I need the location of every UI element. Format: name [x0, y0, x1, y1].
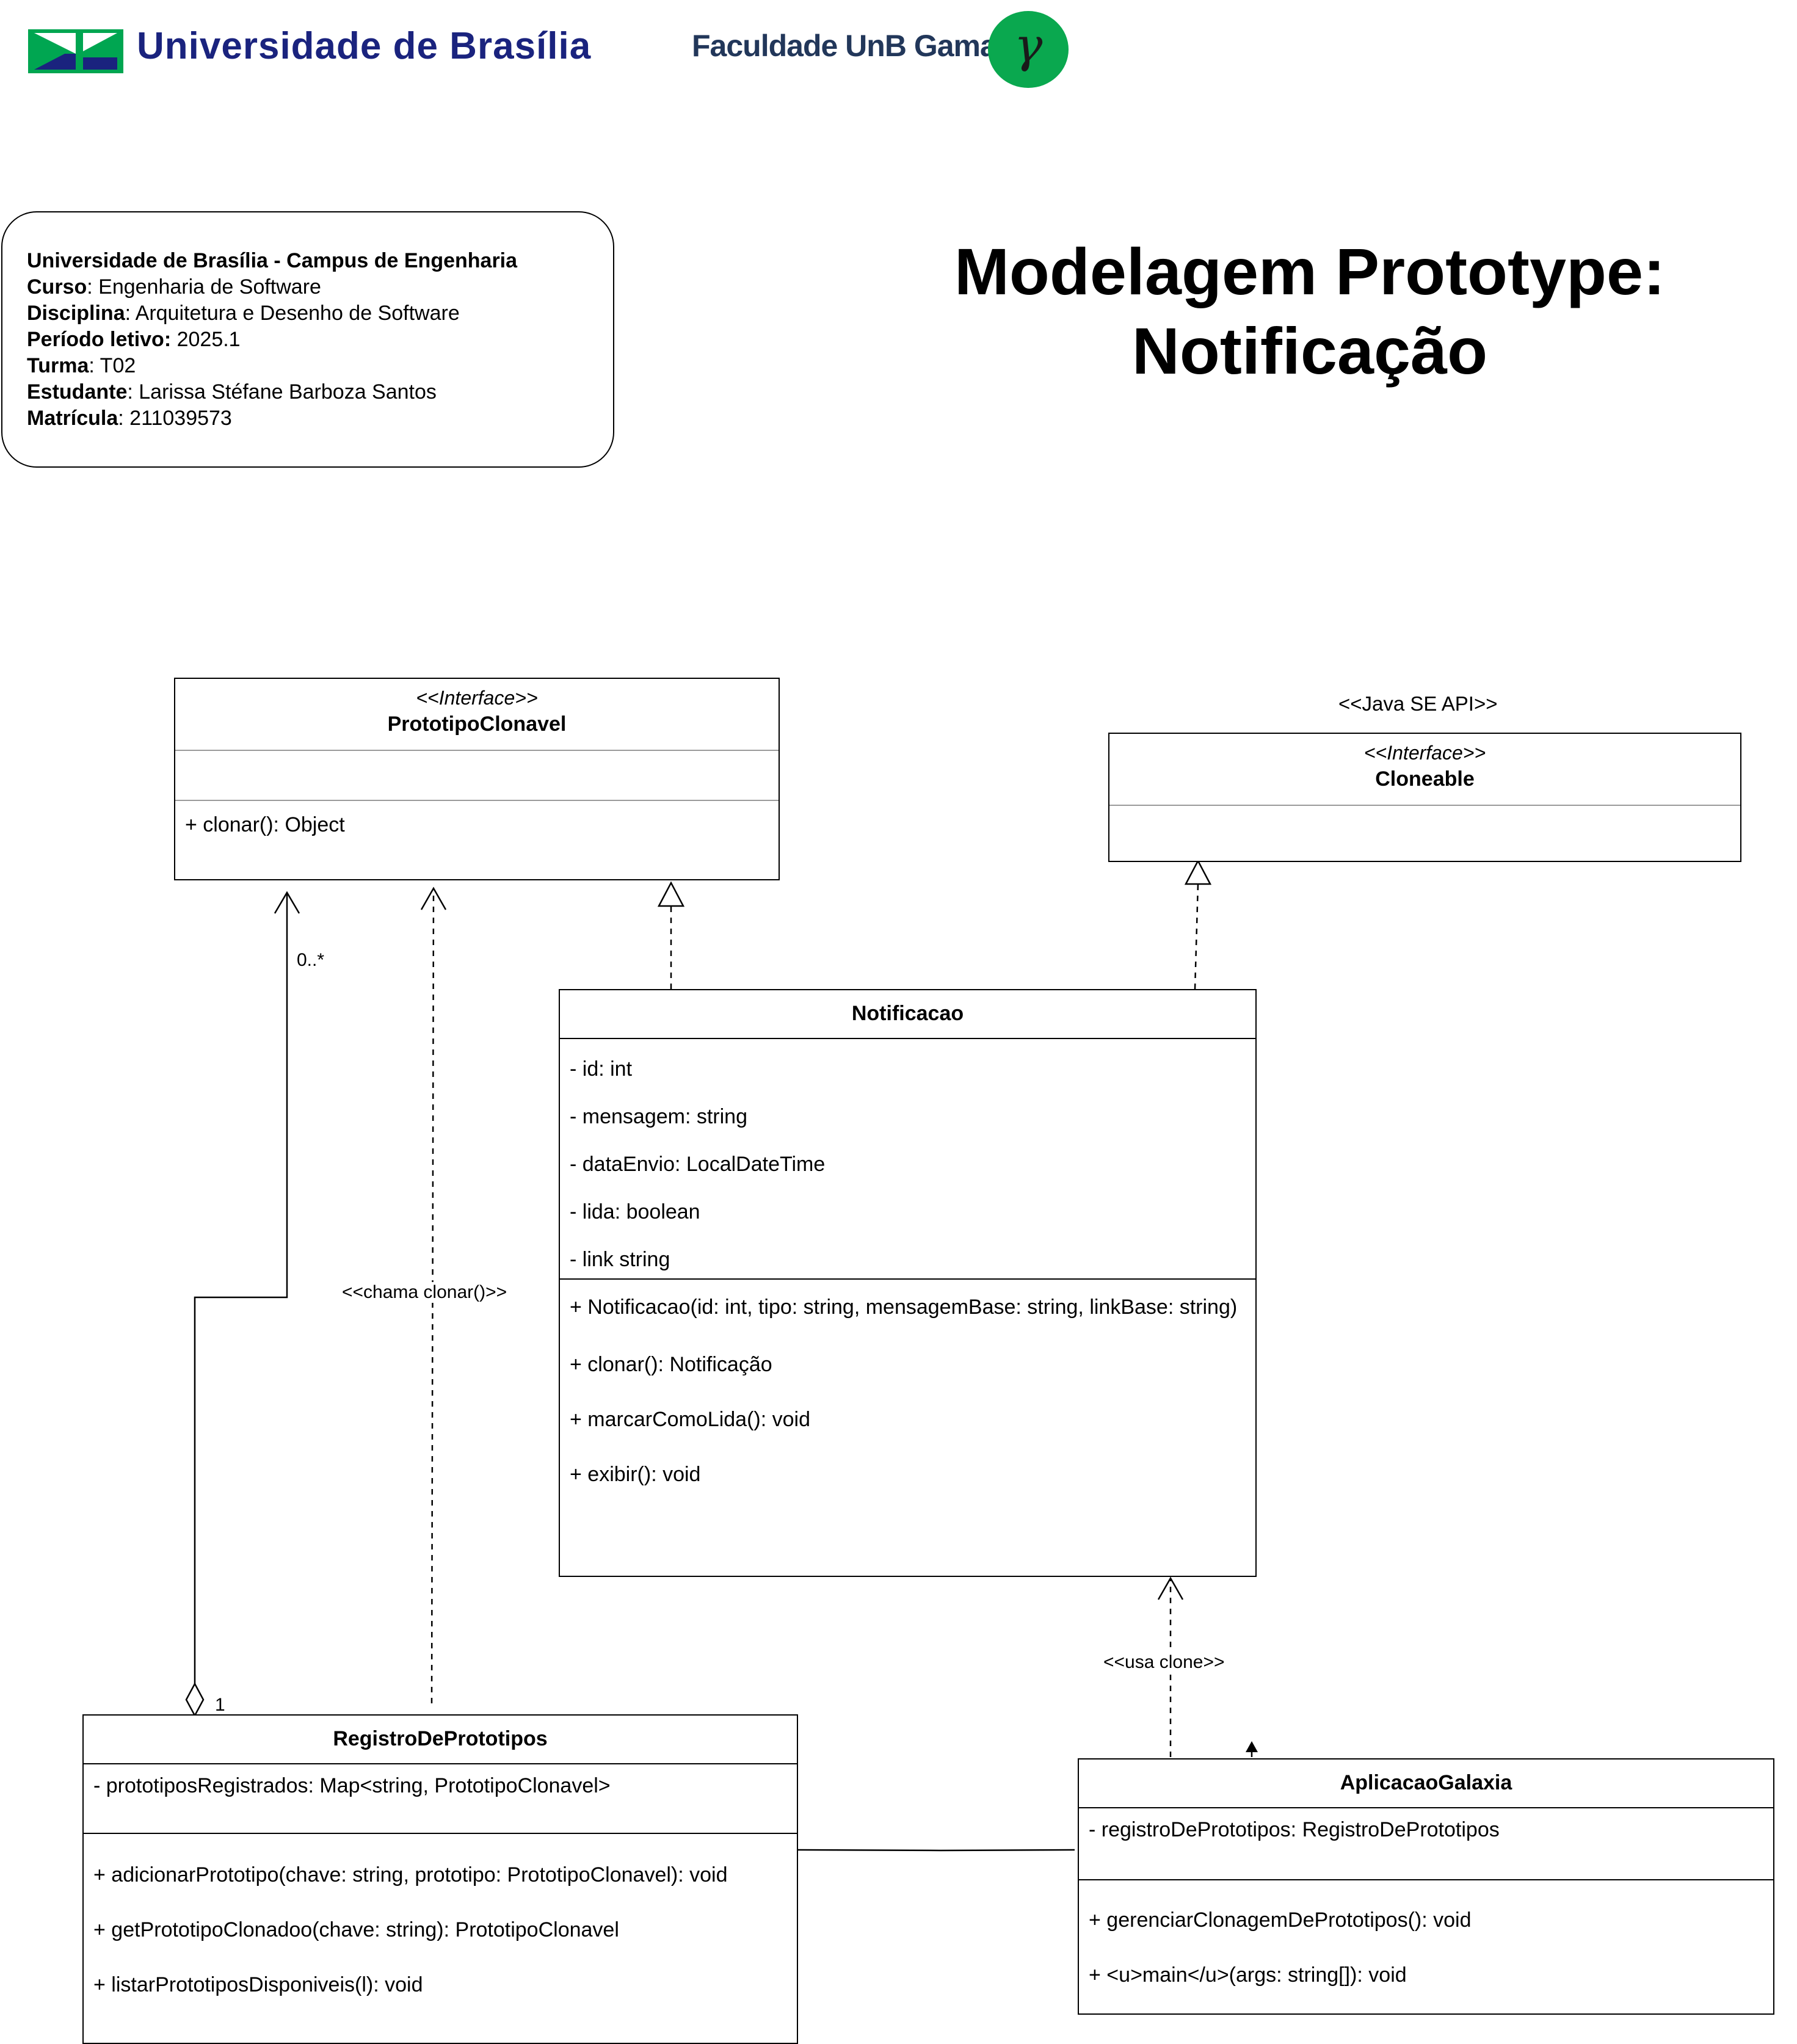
matricula-label: Matrícula — [27, 407, 118, 430]
matricula-value: 211039573 — [129, 407, 232, 430]
institution: Universidade de Brasília - Campus de Eng… — [27, 249, 518, 272]
attribute-row: - link string — [570, 1248, 670, 1271]
method-row: + gerenciarClonagemDePrototipos(): void — [1089, 1908, 1472, 1932]
course-info-box: Universidade de Brasília - Campus de Eng… — [1, 211, 614, 468]
aggregation-arrowhead — [274, 891, 300, 914]
method-row: + adicionarPrototipo(chave: string, prot… — [93, 1863, 728, 1886]
usa-clone-arrowhead — [1157, 1576, 1184, 1600]
method-row: + marcarComoLida(): void — [570, 1408, 810, 1431]
multiplicity-target: 0..* — [297, 950, 325, 970]
class-name: PrototipoClonavel — [387, 712, 567, 736]
class-name: RegistroDePrototipos — [333, 1727, 548, 1750]
class-notificacao[interactable]: Notificacao - id: int - mensagem: string… — [559, 989, 1257, 1577]
chama-clonar-arrowhead — [420, 886, 447, 910]
method-row: + getPrototipoClonadoo(chave: string): P… — [93, 1918, 619, 1941]
estudante-value: Larissa Stéfane Barboza Santos — [139, 380, 437, 404]
method-row: + listarPrototiposDisponiveis(l): void — [93, 1973, 423, 1996]
page-title: Modelagem Prototype: Notificação — [885, 232, 1734, 391]
method-row: + Notificacao(id: int, tipo: string, men… — [570, 1296, 1238, 1319]
estudante-label: Estudante — [27, 380, 128, 404]
multiplicity-source: 1 — [215, 1695, 225, 1715]
stub-arrowhead — [1246, 1741, 1258, 1752]
periodo-label: Período letivo: — [27, 328, 172, 351]
aggregation-diamond — [185, 1682, 205, 1717]
class-name: Notificacao — [851, 1002, 964, 1025]
title-line-1: Modelagem Prototype: — [954, 234, 1666, 308]
curso-value: Engenharia de Software — [98, 275, 321, 299]
turma-value: T02 — [100, 354, 136, 377]
class-aplicacao-galaxia[interactable]: AplicacaoGalaxia - registroDePrototipos:… — [1078, 1758, 1774, 2015]
method-row: + <u>main</u>(args: string[]): void — [1089, 1963, 1407, 1987]
attribute-row: - prototiposRegistrados: Map<string, Pro… — [93, 1774, 611, 1797]
turma-label: Turma — [27, 354, 89, 377]
method-row: + clonar(): Notificação — [570, 1353, 772, 1376]
stereotype-label: <<Interface>> — [1363, 742, 1486, 764]
attribute-row: - dataEnvio: LocalDateTime — [570, 1153, 826, 1176]
realization-cloneable-triangle — [1184, 859, 1212, 885]
class-prototipo-clonavel[interactable]: <<Interface>> PrototipoClonavel + clonar… — [174, 678, 780, 880]
realization-cloneable-line — [1194, 883, 1199, 990]
attribute-row: - mensagem: string — [570, 1105, 747, 1128]
curso-label: Curso — [27, 275, 87, 299]
unb-logo-text: Universidade de Brasília — [137, 25, 592, 67]
method-row: + clonar(): Object — [185, 813, 345, 836]
disciplina-label: Disciplina — [27, 302, 125, 325]
stereotype-label: <<Interface>> — [416, 687, 538, 709]
attribute-row: - registroDePrototipos: RegistroDeProtot… — [1089, 1818, 1500, 1841]
class-name: AplicacaoGalaxia — [1340, 1771, 1512, 1794]
chama-clonar-label: <<chama clonar()>> — [339, 1282, 510, 1303]
fga-logo-text: Faculdade UnB Gama — [692, 29, 997, 63]
title-line-2: Notificação — [1131, 314, 1488, 388]
class-cloneable[interactable]: <<Interface>> Cloneable — [1108, 733, 1741, 862]
periodo-value: 2025.1 — [176, 328, 241, 351]
class-registro-de-prototipos[interactable]: RegistroDePrototipos - prototiposRegistr… — [82, 1714, 798, 2044]
attribute-row: - lida: boolean — [570, 1200, 700, 1223]
disciplina-value: Arquitetura e Desenho de Software — [135, 302, 460, 325]
aggregation-line — [194, 893, 288, 1703]
attribute-row: - id: int — [570, 1057, 633, 1081]
class-name: Cloneable — [1375, 767, 1475, 791]
fga-gamma-icon: γ — [988, 11, 1069, 88]
usa-clone-label: <<usa clone>> — [1101, 1652, 1227, 1673]
realization-prototipo-triangle — [657, 881, 685, 907]
unb-flag-icon — [28, 29, 123, 73]
java-se-api-label: <<Java SE API>> — [1338, 692, 1498, 715]
method-row: + exibir(): void — [570, 1463, 701, 1486]
